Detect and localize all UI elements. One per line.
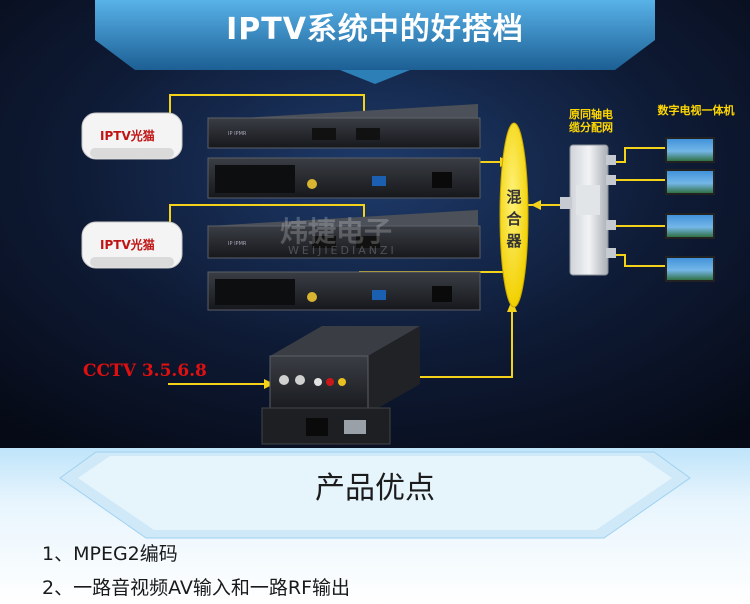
rack-device-4 bbox=[207, 271, 481, 311]
arrow-5 bbox=[264, 379, 274, 389]
mixer-char: 混 bbox=[506, 188, 522, 206]
mixer-label: 混合器 bbox=[502, 186, 526, 252]
tv-1 bbox=[665, 137, 715, 163]
tv-2 bbox=[665, 169, 715, 195]
rack-device-2 bbox=[207, 157, 481, 199]
tv-3 bbox=[665, 213, 715, 239]
watermark-sub: WEIJIEDIANZI bbox=[288, 244, 397, 257]
iptv-modem-1 bbox=[81, 112, 183, 160]
title-banner bbox=[95, 0, 655, 70]
cable-encoder-mixer bbox=[420, 306, 513, 378]
feature-item-1: 1、MPEG2编码 bbox=[42, 543, 178, 565]
svg-text:IP IPMR: IP IPMR bbox=[228, 241, 247, 247]
tv-4 bbox=[665, 256, 715, 282]
cctv-label: CCTV 3.5.6.8 bbox=[83, 361, 207, 381]
lower-banner-inner bbox=[78, 456, 672, 530]
encoder-device bbox=[269, 326, 420, 415]
mixer-char: 合 bbox=[506, 210, 522, 228]
rack-device-3: IP IPMR bbox=[207, 210, 481, 259]
splitter-device bbox=[560, 144, 616, 276]
modem-2-label: IPTV光猫 bbox=[100, 238, 155, 252]
encoder-front-panel bbox=[261, 407, 391, 445]
mixer-shape bbox=[499, 122, 529, 308]
modem-1-label: IPTV光猫 bbox=[100, 129, 155, 143]
page-title: IPTV系统中的好搭档 bbox=[226, 12, 524, 47]
feature-item-2: 2、一路音视频AV输入和一路RF输出 bbox=[42, 577, 350, 599]
mixer-char: 器 bbox=[506, 232, 522, 250]
title-banner-tip bbox=[340, 70, 410, 84]
cable-split-tv1 bbox=[609, 147, 666, 163]
arrow-4 bbox=[531, 200, 541, 210]
svg-text:IP IPMR: IP IPMR bbox=[228, 131, 247, 137]
rack-device-1: IP IPMR bbox=[207, 104, 481, 149]
section-title: 产品优点 bbox=[315, 471, 435, 506]
tv-label: 数字电视一体机 bbox=[657, 104, 735, 117]
iptv-modem-2 bbox=[81, 221, 183, 269]
cable-split-tv4 bbox=[609, 254, 666, 267]
splitter-label: 原同轴电缆分配网 bbox=[569, 108, 613, 134]
watermark: 炜捷电子 bbox=[280, 215, 393, 248]
